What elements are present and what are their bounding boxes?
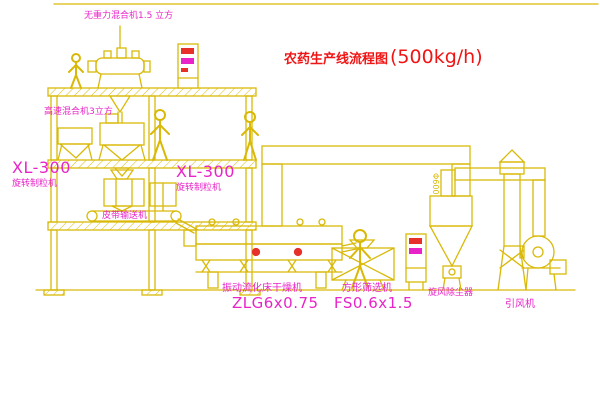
cyclone-separator	[428, 167, 546, 291]
operator-figure-3	[241, 111, 259, 161]
operator-figure-1	[68, 53, 84, 89]
label-sieve-model: FS0.6x1.5	[334, 294, 413, 312]
fluid-bed-dryer	[183, 218, 357, 289]
label-granulator-left-name: 旋转制粒机	[12, 179, 58, 189]
label-cyclone: 旋风除尘器	[428, 288, 474, 298]
belt-conveyor	[86, 210, 199, 234]
operator-figure-2	[150, 109, 170, 161]
building-structure	[43, 87, 261, 296]
label-duct-size: Φ600	[431, 173, 440, 195]
diagram-title-capacity: (500kg/h)	[390, 46, 483, 68]
diagram-title: 农药生产线流程图 (500kg/h)	[284, 46, 483, 68]
label-granulator-mid-name: 旋转制粒机	[176, 183, 222, 193]
induced-draft-fan	[519, 235, 567, 291]
label-dryer-model: ZLG6x0.75	[232, 294, 319, 312]
label-granulator-left-model: XL-300	[12, 158, 71, 177]
control-cabinet-1	[177, 43, 199, 89]
control-cabinet-2	[405, 233, 427, 291]
storage-bin	[57, 127, 93, 161]
sieve-machine	[331, 239, 395, 291]
label-sieve-name: 方形筛选机	[342, 283, 392, 294]
high-speed-mixer	[98, 113, 146, 177]
label-granulator-mid-model: XL-300	[176, 162, 235, 181]
gravity-mixer	[87, 25, 151, 124]
label-gravity-mixer: 无重力混合机1.5 立方	[84, 11, 174, 21]
exhaust-stack	[497, 149, 527, 291]
granulator-unit-2	[149, 182, 177, 212]
label-high-speed-mixer: 高速混合机3立方	[44, 107, 113, 117]
granulator-unit-1	[103, 169, 145, 212]
label-fan: 引风机	[505, 299, 535, 310]
diagram-title-text: 农药生产线流程图	[284, 52, 389, 67]
label-belt-conveyor: 皮带输送机	[102, 211, 148, 221]
operator-figure-4	[349, 229, 371, 289]
label-dryer-name: 振动流化床干燥机	[222, 283, 302, 294]
